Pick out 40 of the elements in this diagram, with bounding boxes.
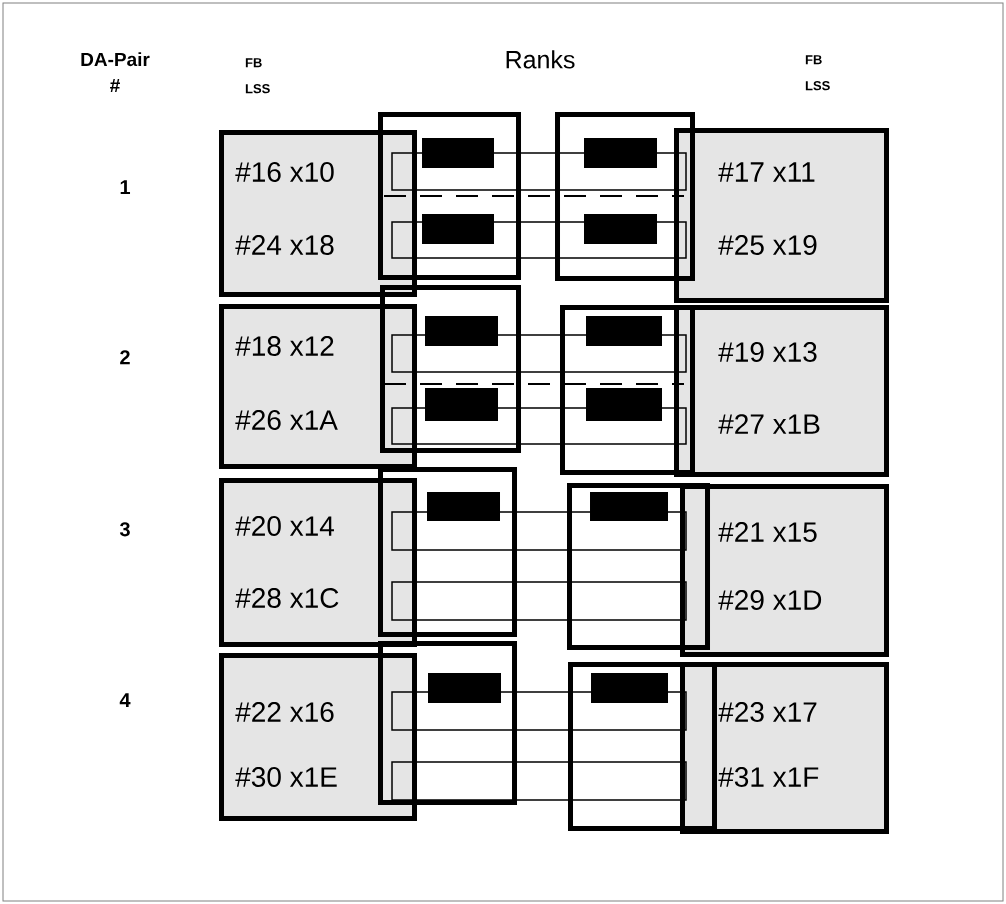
column-heading: FB LSS xyxy=(245,58,270,94)
lss-box xyxy=(219,304,417,469)
pair-number: 1 xyxy=(120,180,130,194)
rank-box xyxy=(568,662,717,831)
rank-box xyxy=(567,483,710,650)
lss-label: #24 x18 xyxy=(235,235,334,255)
lss-box xyxy=(674,305,889,477)
lss-label: #28 x1C xyxy=(235,588,339,608)
lss-label: #17 x11 xyxy=(718,162,815,182)
rank-box xyxy=(380,285,521,453)
lss-label: #19 x13 xyxy=(718,342,817,362)
rank-box xyxy=(555,112,695,281)
lss-label: #22 x16 xyxy=(235,702,334,722)
lss-label: #25 x19 xyxy=(718,235,817,255)
lss-label: #16 x10 xyxy=(235,162,334,182)
pair-number: 4 xyxy=(119,693,131,707)
lss-label: #30 x1E xyxy=(235,767,337,787)
rank-box xyxy=(378,641,517,805)
lss-label: #20 x14 xyxy=(235,516,334,536)
pair-number: 2 xyxy=(120,350,130,365)
column-heading: DA-Pair # xyxy=(81,52,150,92)
rank-box xyxy=(378,467,517,637)
lss-box xyxy=(680,484,889,657)
lss-box xyxy=(674,128,889,303)
lss-label: #18 x12 xyxy=(235,336,334,356)
lss-label: #31 x1F xyxy=(718,767,819,787)
pair-number: 3 xyxy=(119,522,130,537)
column-heading: Ranks xyxy=(506,50,575,69)
lss-box xyxy=(680,662,889,834)
lss-box xyxy=(219,653,417,821)
column-heading: FB LSS xyxy=(805,55,830,91)
lss-label: #21 x15 xyxy=(718,522,817,542)
lss-label: #29 x1D xyxy=(718,590,822,610)
rank-box xyxy=(378,112,521,280)
lss-label: #26 x1A xyxy=(235,410,338,430)
lss-label: #23 x17 xyxy=(718,702,817,722)
lss-label: #27 x1B xyxy=(718,414,820,434)
lss-box xyxy=(219,130,417,297)
lss-box xyxy=(219,478,417,647)
rank-box xyxy=(560,305,695,475)
